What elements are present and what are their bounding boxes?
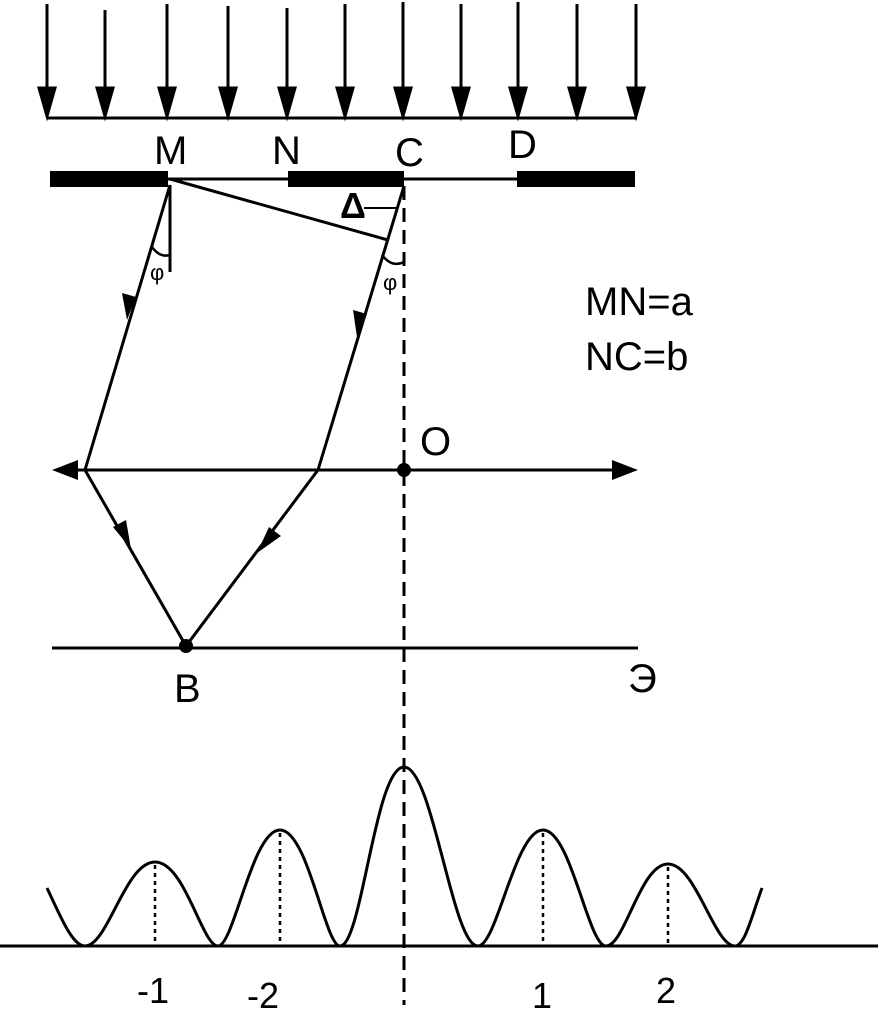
- label-phi-right: φ: [383, 270, 397, 295]
- incident-ray-arrowhead: [393, 86, 413, 122]
- label-phi-left: φ: [150, 260, 164, 285]
- label-screen: Э: [628, 657, 657, 701]
- ray-left-lower: [83, 469, 188, 647]
- incident-ray-arrowhead: [277, 86, 297, 122]
- ray-right-upper-arrow: [353, 310, 367, 337]
- slit-plate: [50, 171, 635, 187]
- tick-label-minus1: -1: [137, 970, 169, 1011]
- lens-arrow-left: [52, 460, 78, 480]
- opaque-segment-left: [50, 171, 168, 187]
- ray-right-lower-arrow: [257, 527, 281, 553]
- incident-ray-arrowhead: [95, 86, 115, 122]
- incident-ray-arrowhead: [335, 86, 355, 122]
- label-N: N: [272, 129, 301, 173]
- path-difference-line: [169, 177, 389, 242]
- angle-arc-C: [381, 254, 405, 266]
- incident-ray-arrowhead: [567, 86, 587, 122]
- lens-center-point: [397, 463, 411, 477]
- incident-ray-arrowhead: [218, 86, 238, 122]
- incident-ray-arrowhead: [626, 86, 646, 122]
- lens-arrow-right: [612, 460, 638, 480]
- label-delta: Δ: [340, 185, 366, 226]
- incident-ray-arrowhead: [157, 86, 177, 122]
- ray-right-lower: [184, 469, 320, 647]
- ray-left-upper: [83, 184, 172, 471]
- ray-left-upper-arrow: [122, 293, 136, 320]
- incident-ray-arrowhead: [451, 86, 471, 122]
- tick-label-2: 2: [656, 970, 676, 1011]
- tick-label-minus2: -2: [247, 975, 279, 1011]
- tick-label-1: 1: [532, 975, 552, 1011]
- equation-mn: MN=a: [585, 280, 694, 324]
- label-C: C: [395, 131, 424, 175]
- point-B: [179, 639, 193, 653]
- ray-right-upper: [316, 185, 406, 471]
- label-D: D: [508, 123, 537, 167]
- opaque-segment-middle: [288, 171, 404, 187]
- incident-ray-arrowhead: [37, 86, 57, 122]
- label-M: M: [154, 129, 187, 173]
- angle-arc-M: [150, 246, 171, 257]
- incident-rays: [37, 2, 646, 122]
- incident-ray-arrowhead: [508, 86, 528, 122]
- ray-left-lower-arrow: [113, 520, 131, 549]
- opaque-segment-right: [517, 171, 635, 187]
- label-O: O: [420, 420, 451, 464]
- label-B: B: [174, 667, 201, 711]
- equation-nc: NC=b: [585, 335, 688, 379]
- intensity-curve: [45, 765, 764, 948]
